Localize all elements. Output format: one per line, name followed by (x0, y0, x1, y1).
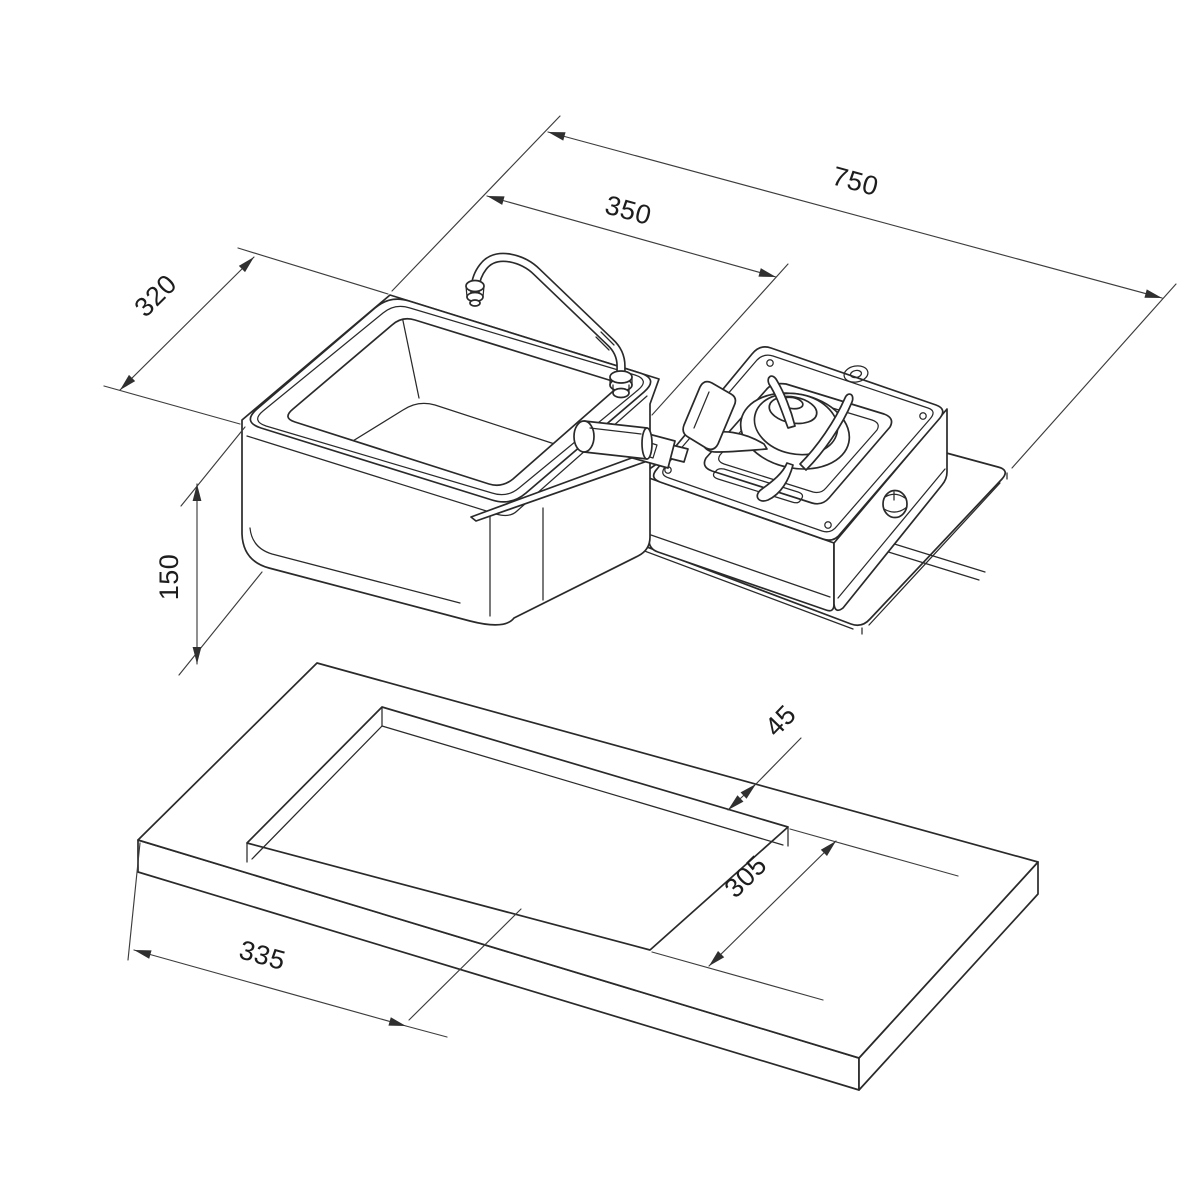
corner-screw (766, 359, 774, 367)
extension-line (178, 571, 263, 676)
tap-base (609, 370, 633, 399)
dimension-line (708, 840, 837, 967)
pan-support-arm-bottom (756, 462, 794, 502)
sink-unit (241, 294, 660, 626)
tap-joint (595, 331, 615, 351)
extension-line (391, 115, 561, 292)
corner-screw (919, 412, 927, 420)
cutout-view: 335 305 45 (127, 662, 1039, 1091)
extension-line (237, 247, 389, 295)
assembly-view: 750 350 320 150 (103, 115, 1177, 676)
control-knob (882, 489, 908, 519)
hinge-flap (682, 380, 737, 451)
dimension-bowl-height: 150 (154, 426, 263, 676)
dimension-line (727, 783, 757, 811)
igniter-button (843, 365, 869, 383)
dimension-label: 45 (759, 699, 802, 742)
weld-seam (249, 527, 461, 604)
pan-support-arm-right (799, 393, 854, 471)
extension-line (789, 828, 959, 877)
extension-line (1011, 283, 1177, 469)
extension-line (103, 385, 241, 425)
dimension-label: 335 (236, 935, 289, 976)
hinge-barrel (573, 420, 653, 460)
sink-rim (249, 298, 652, 503)
worktop-cutout (246, 706, 789, 863)
hob-top-inner-rim (662, 354, 934, 533)
extension-line (651, 951, 824, 1001)
dimension-line (119, 256, 255, 391)
extension-line (651, 263, 789, 416)
worktop-slab (137, 662, 1039, 1091)
dimension-label: 150 (154, 554, 184, 601)
dimension-line (486, 195, 777, 278)
hinge-assembly (573, 380, 737, 469)
dimension-label: 350 (602, 190, 655, 231)
extension-line (180, 426, 246, 507)
pan-support-arm-top (767, 375, 796, 429)
corner-screw (824, 521, 832, 529)
dimension-line (133, 949, 407, 1027)
vent-slot (712, 468, 804, 504)
tap-spout-aerator (465, 279, 485, 307)
dimension-label: 750 (829, 161, 882, 202)
extension-line (408, 908, 522, 1021)
dimension-line (547, 131, 1163, 299)
dimension-label: 320 (129, 269, 183, 323)
extension-line (127, 842, 141, 961)
